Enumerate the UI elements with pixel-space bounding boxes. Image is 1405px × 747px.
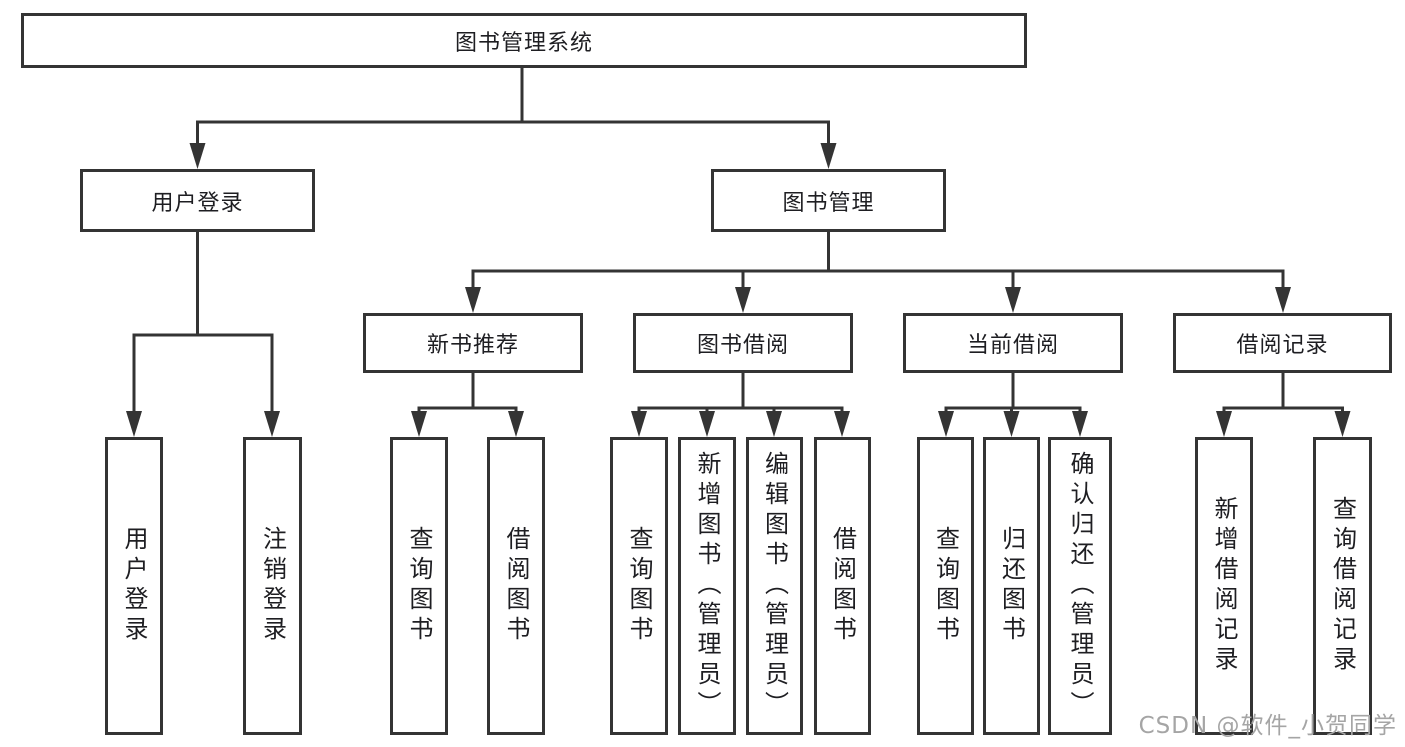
leaf-query-borrow-record-label: 查询借阅记录 <box>1328 496 1357 676</box>
leaf-borrow-books-recommend: 借阅图书 <box>487 437 545 735</box>
node-book-borrow-label: 图书借阅 <box>696 333 789 358</box>
leaf-query-books-borrow: 查询图书 <box>610 437 668 735</box>
node-borrow-records-label: 借阅记录 <box>1236 333 1329 358</box>
node-root-label: 图书管理系统 <box>454 30 593 56</box>
leaf-add-borrow-record: 新增借阅记录 <box>1195 437 1253 735</box>
leaf-query-books-recommend: 查询图书 <box>390 437 448 735</box>
node-root: 图书管理系统 <box>21 13 1027 68</box>
node-user-login: 用户登录 <box>80 169 315 232</box>
leaf-edit-book-admin: 编辑图书（管理员） <box>746 437 803 735</box>
watermark: CSDN @软件_小贺同学 <box>1138 713 1397 739</box>
leaf-return-book-label: 归还图书 <box>997 526 1026 646</box>
leaf-logout: 注销登录 <box>243 437 302 735</box>
leaf-edit-book-admin-label: 编辑图书（管理员） <box>760 451 789 721</box>
leaf-borrow-books-borrow-label: 借阅图书 <box>828 526 857 646</box>
leaf-user-login-label: 用户登录 <box>120 526 148 646</box>
node-new-book-recommend: 新书推荐 <box>363 313 583 373</box>
leaf-confirm-return-admin: 确认归还（管理员） <box>1048 437 1112 735</box>
leaf-query-books-current-label: 查询图书 <box>931 526 960 646</box>
node-new-book-recommend-label: 新书推荐 <box>426 333 519 358</box>
leaf-logout-label: 注销登录 <box>258 526 287 646</box>
leaf-query-books-borrow-label: 查询图书 <box>625 526 653 646</box>
node-current-borrow: 当前借阅 <box>903 313 1123 373</box>
node-book-management-label: 图书管理 <box>782 190 875 216</box>
node-book-management: 图书管理 <box>711 169 946 232</box>
node-book-borrow: 图书借阅 <box>633 313 853 373</box>
leaf-query-books-recommend-label: 查询图书 <box>405 526 433 646</box>
node-borrow-records: 借阅记录 <box>1173 313 1392 373</box>
leaf-add-book-admin-label: 新增图书（管理员） <box>693 451 721 721</box>
leaf-borrow-books-recommend-label: 借阅图书 <box>502 526 530 646</box>
leaf-borrow-books-borrow: 借阅图书 <box>814 437 871 735</box>
node-user-login-label: 用户登录 <box>151 190 244 216</box>
leaf-add-book-admin: 新增图书（管理员） <box>678 437 736 735</box>
leaf-query-books-current: 查询图书 <box>917 437 974 735</box>
node-current-borrow-label: 当前借阅 <box>966 333 1059 358</box>
leaf-return-book: 归还图书 <box>983 437 1040 735</box>
leaf-user-login: 用户登录 <box>105 437 163 735</box>
leaf-confirm-return-admin-label: 确认归还（管理员） <box>1066 451 1094 721</box>
leaf-add-borrow-record-label: 新增借阅记录 <box>1210 496 1238 676</box>
leaf-query-borrow-record: 查询借阅记录 <box>1313 437 1372 735</box>
